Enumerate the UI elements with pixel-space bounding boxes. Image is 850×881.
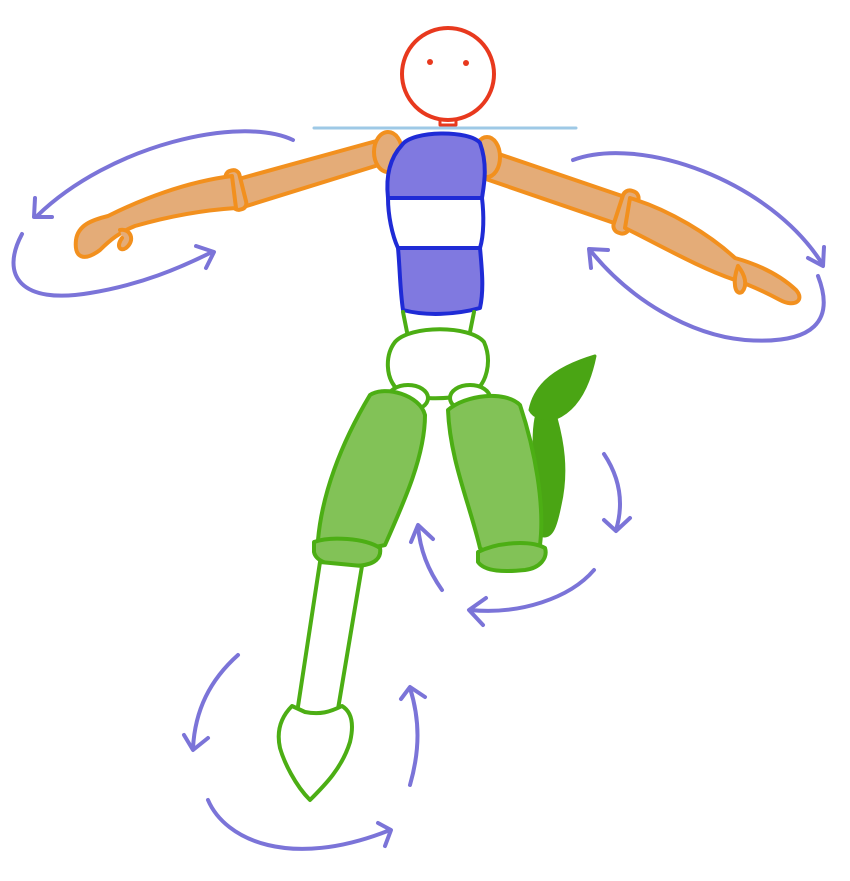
right-arm <box>472 135 802 306</box>
left-foot <box>276 704 354 802</box>
left-upper-arm <box>233 138 387 210</box>
left-hand-loop <box>117 227 134 252</box>
foot-left-arrowhead-icon <box>182 733 210 752</box>
right-eye-icon <box>463 60 469 66</box>
left-shin-segment <box>295 560 364 717</box>
left-arm <box>73 130 404 259</box>
left-arm-upper-arc <box>35 129 295 218</box>
left-arm-lower-arc <box>11 232 214 298</box>
right-forearm <box>623 196 802 306</box>
right-arm-lower-arrowhead-icon <box>587 247 610 270</box>
foot-right-arrowhead-icon <box>399 685 427 701</box>
head <box>400 26 496 127</box>
chest-segment <box>385 131 487 200</box>
waist-segment <box>386 196 486 250</box>
foot-bottom-arrowhead-icon <box>376 821 393 848</box>
left-eye-icon <box>427 59 433 65</box>
tail-left-arc <box>416 524 444 592</box>
foot-left-arc <box>191 653 240 750</box>
tail-lower-arc <box>468 568 596 613</box>
right-arm-lower-arc <box>588 248 826 343</box>
right-thigh-segment <box>446 393 544 557</box>
left-thigh <box>312 389 427 568</box>
right-upper-arm <box>481 148 627 227</box>
foot-rotation-arrow <box>182 653 427 851</box>
left-foot-segment <box>276 704 354 802</box>
left-thigh-segment <box>316 389 427 550</box>
tail-upper-arrowhead-icon <box>602 516 632 533</box>
left-shin <box>295 560 364 717</box>
head-circle <box>400 26 496 122</box>
belly-segment <box>396 246 485 316</box>
foot-bottom-arc <box>206 798 392 851</box>
tail-left-arrowhead-icon <box>409 523 435 544</box>
right-arm-rotation-arrow <box>571 151 826 343</box>
tail-tip <box>528 354 597 421</box>
left-arm-upper-arrowhead-icon <box>32 196 54 219</box>
right-arm-upper-arc <box>571 151 825 267</box>
torso <box>385 131 487 316</box>
pelvis-connector <box>401 310 476 334</box>
foot-right-arc <box>408 686 420 787</box>
right-hand-loop <box>732 264 748 295</box>
right-arm-upper-arrowhead-icon <box>806 245 826 268</box>
left-arm-lower-arrowhead-icon <box>194 244 216 270</box>
left-forearm <box>73 174 238 259</box>
left-arm-rotation-arrow <box>11 129 295 298</box>
tail-rotation-arrow <box>409 452 632 627</box>
tail-upper-arc <box>602 452 623 532</box>
right-knee-joint <box>476 541 548 573</box>
tail-lower-arrowhead-icon <box>467 596 488 627</box>
right-thigh <box>446 393 548 573</box>
